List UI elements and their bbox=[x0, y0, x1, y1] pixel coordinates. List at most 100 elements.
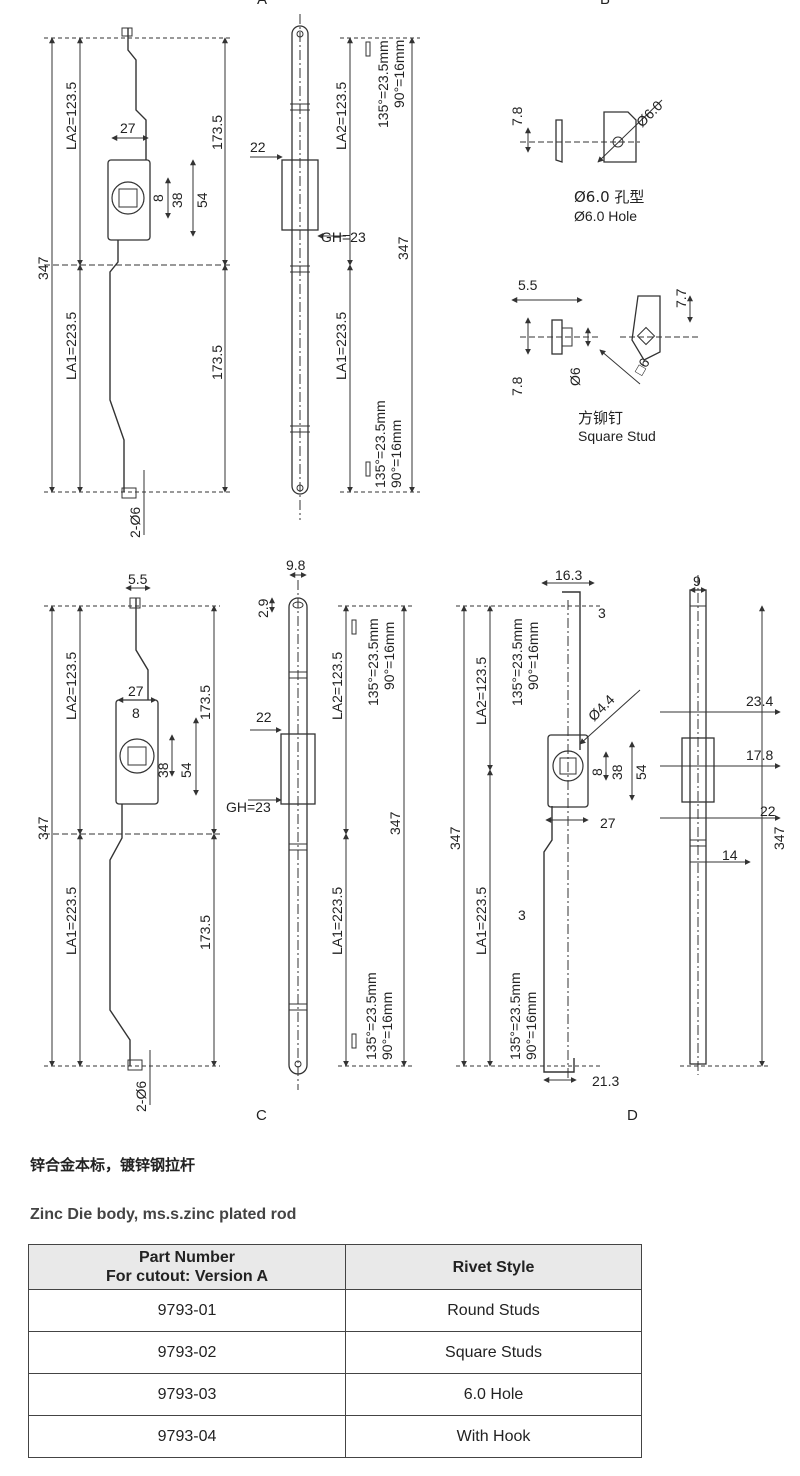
dim-as-angle1-bottom: 135°=23.5mm bbox=[372, 400, 388, 488]
dim-cs-total: 347 bbox=[387, 811, 403, 835]
header-part-number-line2: For cutout: Version A bbox=[105, 1268, 269, 1285]
cell-part-number: 9793-03 bbox=[28, 1373, 346, 1416]
dim-as-angle2-bottom: 90°=16mm bbox=[388, 420, 404, 488]
dim-cs-la1: LA1=223.5 bbox=[329, 887, 345, 955]
dim-a-la1: LA1=223.5 bbox=[63, 312, 79, 380]
view-d-front bbox=[456, 580, 641, 1083]
dim-c-27: 27 bbox=[128, 683, 144, 699]
dim-d-213: 21.3 bbox=[592, 1073, 619, 1089]
dim-c-la1: LA1=223.5 bbox=[63, 887, 79, 955]
dim-a-8: 8 bbox=[150, 194, 166, 202]
dim-ds-14: 14 bbox=[722, 847, 738, 863]
dim-ds-234: 23.4 bbox=[746, 693, 773, 709]
dim-b-78-bottom: 7.8 bbox=[509, 376, 525, 396]
dim-b-d6: Ø6 bbox=[567, 367, 583, 386]
dim-b-78-top: 7.8 bbox=[509, 106, 525, 126]
dim-d-163: 16.3 bbox=[555, 567, 582, 583]
caption-chinese: 锌合金本标，镀锌钢拉杆 bbox=[30, 1156, 196, 1174]
dim-c-half-bottom: 173.5 bbox=[197, 915, 213, 950]
cell-rivet-style: Round Studs bbox=[345, 1289, 642, 1332]
dim-a-54: 54 bbox=[194, 192, 210, 208]
caption-english: Zinc Die body, ms.s.zinc plated rod bbox=[30, 1206, 297, 1223]
dim-b-hole-dia: Ø6.0 bbox=[633, 97, 666, 130]
dim-b-55: 5.5 bbox=[518, 277, 538, 293]
dim-d-3-top: 3 bbox=[598, 605, 606, 621]
dim-c-holes: 2-Ø6 bbox=[133, 1081, 149, 1112]
dim-a-27: 27 bbox=[120, 120, 136, 136]
dim-cs-22: 22 bbox=[256, 709, 272, 725]
caption-b-stud-zh: 方铆钉 bbox=[578, 409, 623, 427]
dim-as-angle1-top: 135°=23.5mm bbox=[375, 40, 391, 128]
dim-as-gh: GH=23 bbox=[321, 229, 366, 245]
dim-c-55: 5.5 bbox=[128, 571, 148, 587]
dim-ds-9: 9 bbox=[693, 573, 701, 589]
dim-ds-178: 17.8 bbox=[746, 747, 773, 763]
cell-part-number: 9793-04 bbox=[28, 1415, 346, 1458]
dim-c-38: 38 bbox=[155, 762, 171, 778]
dim-a-la2: LA2=123.5 bbox=[63, 82, 79, 150]
dim-cs-angle1-top: 135°=23.5mm bbox=[365, 618, 381, 706]
dim-a-half-top: 173.5 bbox=[209, 115, 225, 150]
dim-d-44: Ø4.4 bbox=[585, 691, 618, 724]
dim-d-angle2-bottom: 90°=16mm bbox=[523, 992, 539, 1060]
cell-rivet-style: Square Studs bbox=[345, 1331, 642, 1374]
header-rivet-style: Rivet Style bbox=[345, 1244, 642, 1290]
dim-d-8: 8 bbox=[589, 768, 605, 776]
table-row: 9793-01 Round Studs bbox=[28, 1289, 642, 1332]
dim-ds-total: 347 bbox=[771, 826, 787, 850]
caption-b-hole-zh: Ø6.0 孔型 bbox=[574, 188, 644, 206]
dim-as-22: 22 bbox=[250, 139, 266, 155]
view-a-front bbox=[44, 27, 230, 535]
view-b-label: B bbox=[600, 0, 610, 8]
dim-c-54: 54 bbox=[178, 762, 194, 778]
caption-b-stud-en: Square Stud bbox=[578, 428, 656, 444]
dim-d-la1: LA1=223.5 bbox=[473, 887, 489, 955]
dim-cs-angle1-bottom: 135°=23.5mm bbox=[363, 972, 379, 1060]
cell-rivet-style: 6.0 Hole bbox=[345, 1373, 642, 1416]
view-a-side bbox=[250, 14, 420, 520]
dim-a-half-bottom: 173.5 bbox=[209, 345, 225, 380]
dim-cs-angle2-bottom: 90°=16mm bbox=[379, 992, 395, 1060]
dim-b-sq6: □6 bbox=[631, 355, 653, 377]
dim-d-38: 38 bbox=[609, 764, 625, 780]
dim-cs-angle2-top: 90°=16mm bbox=[381, 622, 397, 690]
view-d-side bbox=[660, 575, 781, 1075]
header-part-number-line1: Part Number bbox=[138, 1249, 236, 1266]
dim-d-27: 27 bbox=[600, 815, 616, 831]
cell-rivet-style: With Hook bbox=[345, 1415, 642, 1458]
dim-a-total: 347 bbox=[35, 256, 51, 280]
view-b-details bbox=[511, 99, 700, 385]
dim-d-angle1-top: 135°=23.5mm bbox=[509, 618, 525, 706]
dim-cs-29: 2.9 bbox=[255, 598, 271, 618]
dim-as-angle2-top: 90°=16mm bbox=[391, 40, 407, 108]
dim-d-la2: LA2=123.5 bbox=[473, 657, 489, 725]
dim-c-half-top: 173.5 bbox=[197, 685, 213, 720]
dim-as-total: 347 bbox=[395, 236, 411, 260]
dim-d-angle2-top: 90°=16mm bbox=[525, 622, 541, 690]
dim-d-angle1-bottom: 135°=23.5mm bbox=[507, 972, 523, 1060]
cell-part-number: 9793-01 bbox=[28, 1289, 346, 1332]
view-c-front bbox=[44, 585, 220, 1105]
technical-drawing: LA2=123.5 LA1=223.5 347 173.5 173.5 27 8… bbox=[35, 0, 787, 1124]
view-c-label: C bbox=[256, 1107, 267, 1124]
cell-part-number: 9793-02 bbox=[28, 1331, 346, 1374]
view-c-side bbox=[248, 572, 412, 1090]
dim-c-total: 347 bbox=[35, 816, 51, 840]
dim-a-holes: 2-Ø6 bbox=[127, 507, 143, 538]
dim-ds-22: 22 bbox=[760, 803, 776, 819]
dim-as-la1: LA1=223.5 bbox=[333, 312, 349, 380]
dim-a-38: 38 bbox=[169, 192, 185, 208]
dim-c-la2: LA2=123.5 bbox=[63, 652, 79, 720]
dim-cs-98: 9.8 bbox=[286, 557, 306, 573]
caption-b-hole-en: Ø6.0 Hole bbox=[574, 208, 637, 224]
dim-c-8: 8 bbox=[132, 705, 140, 721]
dim-cs-gh: GH=23 bbox=[226, 799, 271, 815]
view-a-label: A bbox=[257, 0, 267, 8]
dim-d-total: 347 bbox=[447, 826, 463, 850]
dim-b-77: 7.7 bbox=[673, 288, 689, 308]
dim-d-3-bottom: 3 bbox=[518, 907, 526, 923]
header-part-number: Part Number For cutout: Version A bbox=[28, 1244, 346, 1290]
table-row: 9793-03 6.0 Hole bbox=[28, 1373, 642, 1416]
dim-d-54: 54 bbox=[633, 764, 649, 780]
dim-cs-la2: LA2=123.5 bbox=[329, 652, 345, 720]
